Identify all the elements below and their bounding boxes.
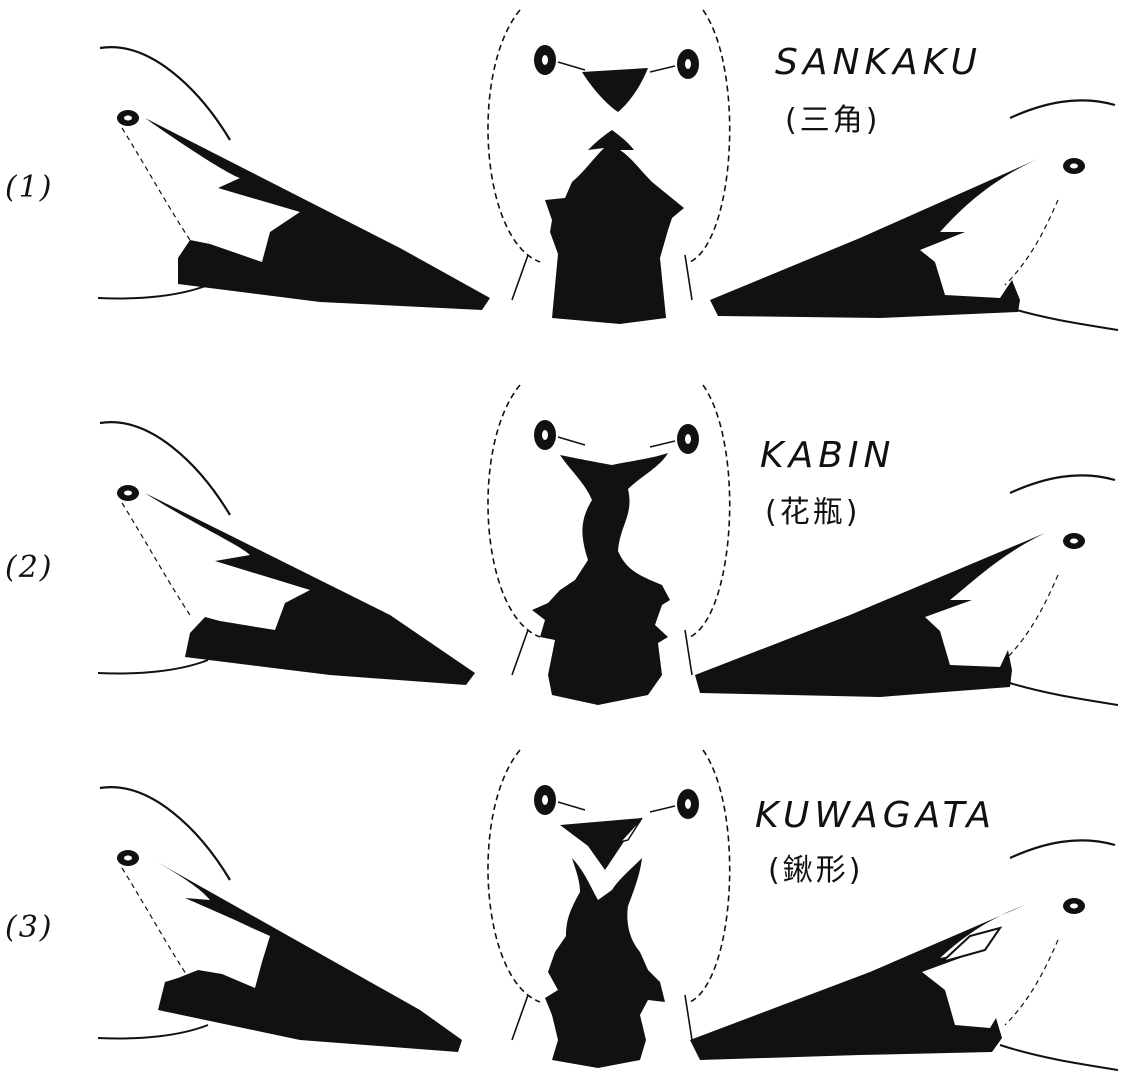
bill-front-3 xyxy=(545,818,665,1068)
pattern-kanji-2: (花瓶) xyxy=(765,487,860,531)
row-number-1: (1) xyxy=(5,170,54,205)
row-2-drawings xyxy=(98,385,1118,705)
bill-front-1 xyxy=(545,68,684,324)
bill-left-1 xyxy=(145,118,490,310)
row-number-2: (2) xyxy=(5,550,54,585)
bill-left-3 xyxy=(150,858,462,1052)
pattern-name-2: KABIN xyxy=(760,435,895,476)
bill-right-1 xyxy=(710,158,1040,318)
bill-left-2 xyxy=(145,493,475,685)
row-number-3: (3) xyxy=(5,910,54,945)
bill-right-2 xyxy=(695,533,1045,697)
pattern-kanji-1: (三角) xyxy=(785,95,880,139)
pattern-name-3: KUWAGATA xyxy=(755,795,996,836)
bill-front-2 xyxy=(532,453,670,705)
bill-right-3 xyxy=(690,905,1025,1060)
pattern-kanji-3: (鍬形) xyxy=(768,845,863,889)
pattern-name-1: SANKAKU xyxy=(775,42,982,83)
